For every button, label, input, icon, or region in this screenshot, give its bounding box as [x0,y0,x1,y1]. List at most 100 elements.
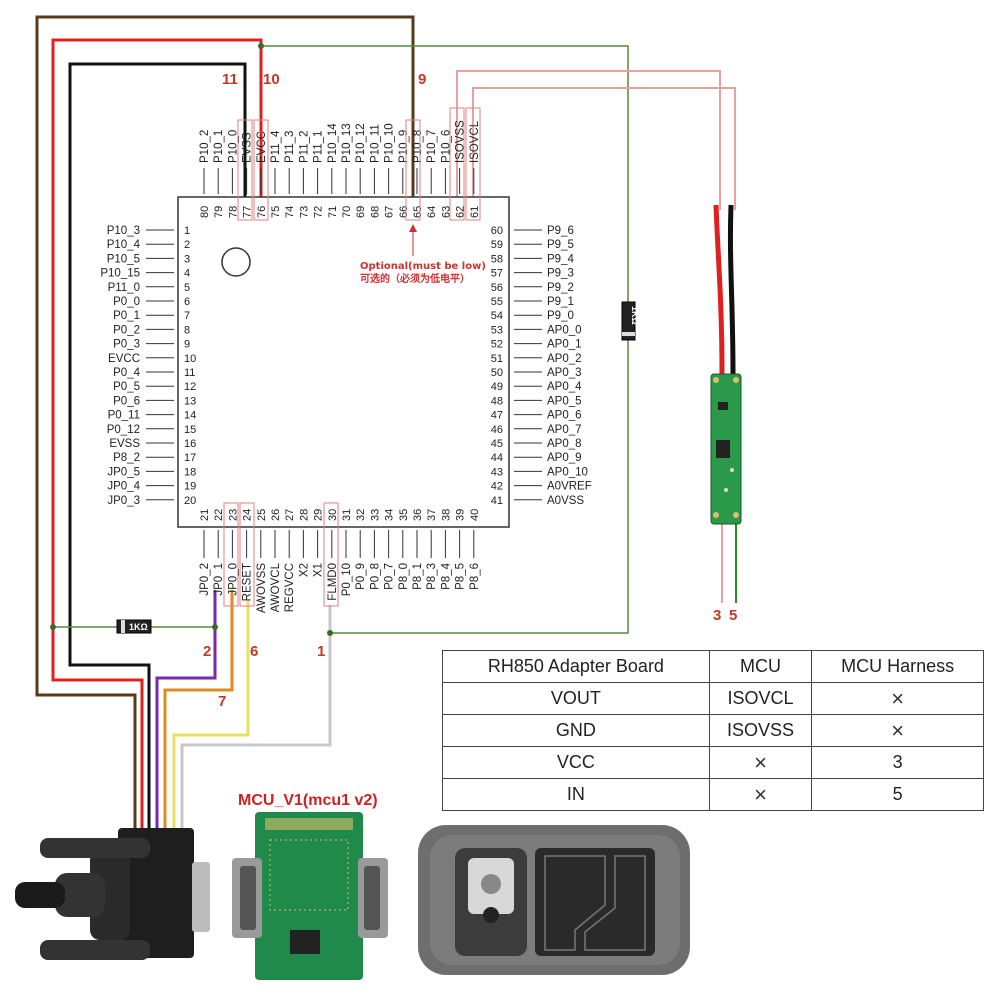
pin-name: FLMD0 [327,563,339,601]
pin-number: 2 [184,239,190,251]
pin-number: 42 [491,481,503,493]
pin-name: P10_0 [227,130,239,163]
junction-dot [50,624,56,630]
pin-number: 37 [426,509,438,521]
pin-name: EVSS [109,438,140,450]
pin-name: P9_1 [547,296,574,308]
pin-number: 78 [227,206,239,218]
pin-name: A0VSS [547,495,584,507]
pin-name: AP0_4 [547,381,582,393]
wire-number-10: 10 [263,71,280,88]
pin-number: 76 [256,206,268,218]
table-cell: × [811,682,984,715]
pin-name: P9_2 [547,282,574,294]
pin-name: P8_5 [455,563,467,590]
wire-number-2: 2 [203,643,211,660]
brown-wire-9 [35,15,415,830]
pin-number: 16 [184,438,196,450]
pin-number: 21 [199,509,211,521]
pin-name: P11_3 [284,131,296,163]
pin-number: 53 [491,324,503,336]
pin-number: 58 [491,253,503,265]
pin-name: P8_1 [412,563,424,590]
wire-number-6: 6 [250,643,258,660]
module-label: MCU_V1(mcu1 v2) [238,792,378,809]
pin-name: P0_6 [113,395,140,407]
pin-name: P9_3 [547,268,574,280]
pin-number: 61 [469,206,481,218]
pin-number: 10 [184,353,196,365]
pin-name: P0_11 [108,410,140,422]
pin-name: P10_12 [355,123,367,163]
pin-number: 30 [327,509,339,521]
pin-name: P10_8 [412,130,424,163]
pin-name: P8_3 [426,563,438,590]
pin-number: 34 [384,509,396,521]
pin1-marker [221,247,251,277]
gray-wire-1 [180,605,332,830]
junction-dot [212,624,218,630]
pin-number: 36 [412,509,424,521]
pin-number: 46 [491,424,503,436]
pin-name: P10_11 [369,124,381,163]
pin-number: 13 [184,395,196,407]
table-cell: × [708,778,813,811]
pin-number: 19 [184,481,196,493]
wire-number-1: 1 [317,643,325,660]
pin-name: P10_5 [107,253,140,265]
pin-number: 29 [313,509,325,521]
table-header: MCU Harness [811,650,984,683]
pin-name: P8_6 [469,563,481,590]
table-cell: 5 [811,778,984,811]
pin-number: 67 [384,206,396,218]
pin-number: 73 [298,206,310,218]
table-header-row: RH850 Adapter Board MCU MCU Harness [442,650,984,683]
pin-number: 38 [440,509,452,521]
pin-number: 79 [213,206,225,218]
pin-number: 9 [184,339,190,351]
pin-number: 70 [341,206,353,218]
pin-name: AWOVCL [270,562,282,612]
pin-name: P0_10 [341,563,353,596]
resistor-left: 1KΩ [116,619,152,634]
note-line2: 可选的（必须为低电平） [360,272,470,285]
table-cell: VOUT [442,682,710,715]
pin-name: P10_14 [327,123,339,163]
pin-number: 57 [491,268,503,280]
pin-number: 26 [270,509,282,521]
pin-number: 43 [491,466,503,478]
pin-name: AP0_2 [547,353,582,365]
pin-name: AP0_7 [547,424,582,436]
pin-name: P0_5 [113,381,140,393]
table-row: VOUT ISOVCL × [442,682,984,715]
pin-number: 33 [369,509,381,521]
mcu-harness [710,204,742,525]
pin-name: JP0_1 [213,563,225,596]
table-cell: × [811,714,984,747]
pin-name: P11_2 [298,131,310,163]
resistor-right-label: 1KΩ [630,306,640,325]
table-row: GND ISOVSS × [442,714,984,747]
pin-number: 35 [398,509,410,521]
pin-number: 69 [355,206,367,218]
pin-name: JP0_4 [107,481,140,493]
pin-name: ISOVSS [455,120,467,163]
pin-number: 47 [491,410,503,422]
table-cell: ISOVCL [708,682,813,715]
pin-number: 48 [491,395,503,407]
pin-name: P0_12 [107,424,140,436]
pink-wire-isovcl [472,87,736,210]
chip-body [177,196,510,528]
pin-name: ISOVCL [469,120,481,163]
pin-name: X1 [313,563,325,577]
table-row: VCC × 3 [442,746,984,779]
pin-number: 27 [284,509,296,521]
pin-name: P10_15 [100,268,140,280]
table-cell: 3 [811,746,984,779]
pin-number: 77 [242,206,254,218]
pin-number: 24 [242,509,254,521]
pin-number: 71 [327,206,339,218]
table-cell: ISOVSS [708,714,813,747]
pin-name: P10_9 [398,130,410,163]
